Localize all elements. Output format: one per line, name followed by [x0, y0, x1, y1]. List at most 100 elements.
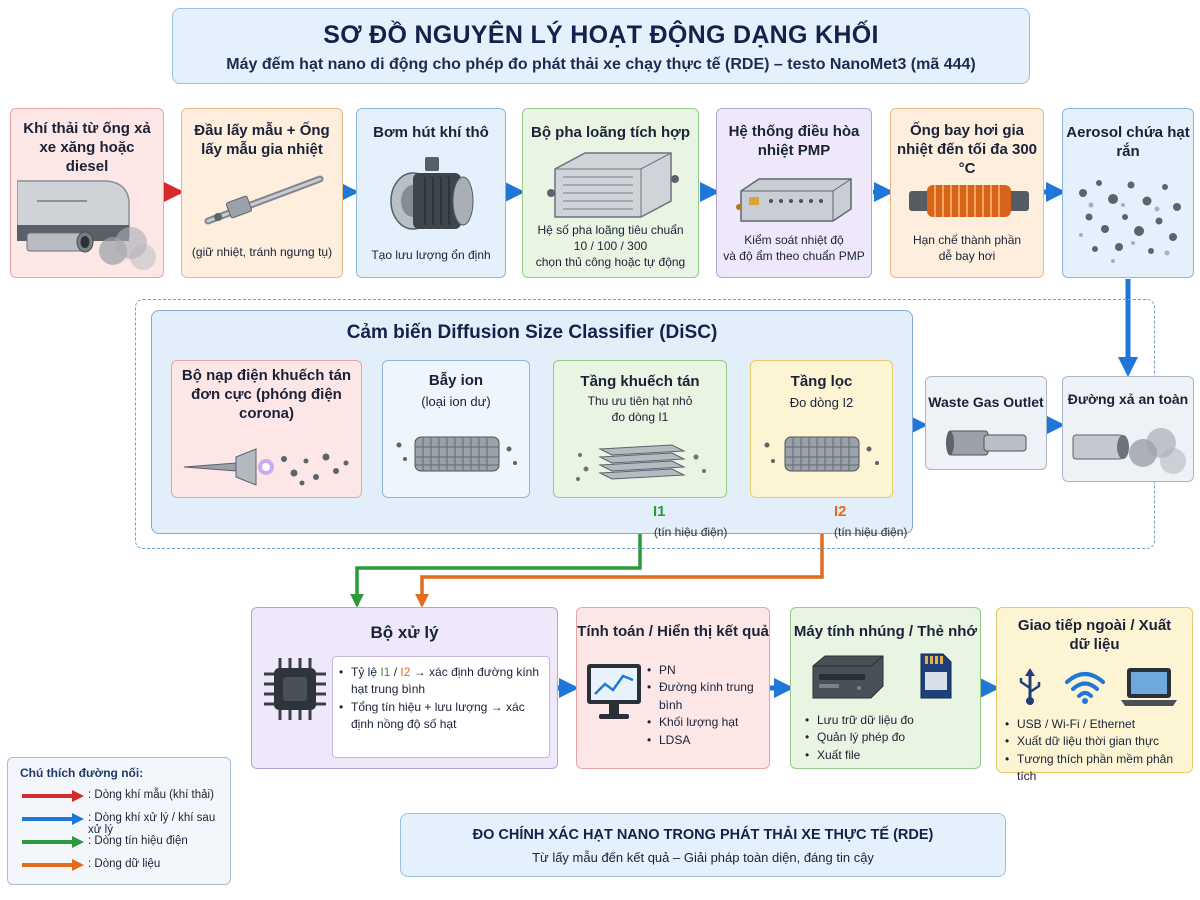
external-interface-list: USB / Wi-Fi / Ethernet Xuất dữ liệu thời…: [1005, 716, 1191, 786]
usb-icon: [1019, 668, 1041, 705]
result-item: Đường kính trung bình: [647, 679, 767, 714]
diluter-icon: [547, 152, 679, 218]
processor-bullet-concentration: Tổng tín hiệu + lưu lượng → xác định nồn…: [339, 699, 543, 734]
exhaust-source-title: Khí thải từ ống xả xe xăng hoặc diesel: [23, 120, 151, 176]
footer-tagline: Từ lấy mẫu đến kết quả – Giải pháp toàn …: [532, 850, 874, 865]
footer-headline: ĐO CHÍNH XÁC HẠT NANO TRONG PHÁT THẢI XE…: [472, 827, 934, 843]
laptop-icon: [1121, 668, 1177, 706]
signal-i1-note: (tín hiệu điện): [654, 525, 728, 539]
sampling-probe-icon: [204, 175, 324, 225]
corona-charger-icon: [183, 448, 349, 486]
filter-stage-desc: Đo dòng I2: [789, 395, 854, 411]
embedded-feature: Xuất file: [805, 747, 975, 765]
result-item: LDSA: [647, 732, 767, 750]
waste-gas-outlet-box: Waste Gas Outlet: [925, 376, 1047, 470]
signal-i2-note: (tín hiệu điện): [834, 525, 908, 539]
ratio-i1: I1: [380, 665, 391, 679]
compute-display-title: Tính toán / Hiển thị kết quả: [577, 623, 769, 640]
ion-trap-title: Bẫy ion: [428, 372, 484, 389]
external-interface-title: Giao tiếp ngoài / Xuất dữ liệu: [1017, 617, 1172, 654]
interface-feature: Tương thích phần mềm phân tích: [1005, 751, 1191, 786]
aerosol-title: Aerosol chứa hạt rắn: [1066, 124, 1190, 161]
raw-gas-pump-desc: Tạo lưu lượng ổn định: [371, 248, 491, 262]
signal-i2-label: I2: [834, 503, 847, 520]
interface-feature: Xuất dữ liệu thời gian thực: [1005, 733, 1191, 751]
filter-stage-icon: [764, 436, 879, 472]
evaporation-tube-desc-2: dễ bay hơi: [938, 249, 996, 263]
embedded-feature: Quản lý phép đo: [805, 729, 975, 747]
evaporation-tube-desc-1: Hạn chế thành phần: [912, 233, 1022, 247]
processor-title: Bộ xử lý: [370, 623, 439, 642]
diluter-desc-1: Hệ số pha loãng tiêu chuẩn: [537, 223, 684, 237]
filter-stage-box: Tầng lọc Đo dòng I2: [750, 360, 893, 498]
legend-item-data-flow: : Dòng dữ liệu: [88, 858, 161, 870]
embedded-pc-icon: [812, 655, 884, 699]
pmp-system-box: Hệ thống điều hòa nhiệt PMP Kiểm soát nh…: [716, 108, 872, 278]
ratio-i2: I2: [400, 665, 411, 679]
ion-trap-box: Bẫy ion (loại ion dư): [382, 360, 530, 498]
embedded-features-list: Lưu trữ dữ liệu đo Quản lý phép đo Xuất …: [805, 712, 975, 765]
signal-i1-label: I1: [653, 503, 666, 520]
legend-swatches: [22, 790, 84, 871]
processor-detail-panel: Tỷ lệ I1 / I2 → xác định đường kính hạt …: [332, 656, 550, 758]
outlet-pipe-icon: [946, 430, 1027, 456]
pmp-system-desc-1: Kiểm soát nhiệt độ: [744, 233, 844, 247]
wifi-icon: [1065, 672, 1105, 704]
disc-title: Cảm biến Diffusion Size Classifier (DiSC…: [346, 322, 718, 343]
compute-display-box: Tính toán / Hiển thị kết quả PN Đường kí…: [576, 607, 770, 769]
pump-icon: [390, 157, 474, 230]
processor-box: Bộ xử lý Tỷ lệ I1 / I2 → xác định đường …: [251, 607, 558, 769]
raw-gas-pump-box: Bơm hút khí thô Tạo lưu lượng ổn định: [356, 108, 506, 278]
evaporation-tube-title: Ống bay hơi gia nhiệt đến tối đa 300 °C: [896, 122, 1038, 178]
safe-exhaust-icon: [1072, 428, 1186, 474]
pmp-module-icon: [736, 178, 852, 222]
footer-banner: ĐO CHÍNH XÁC HẠT NANO TRONG PHÁT THẢI XE…: [400, 813, 1006, 877]
diluter-desc-3: chọn thủ công hoặc tự động: [535, 255, 686, 269]
orange-data-line: [415, 526, 824, 608]
result-item: Khối lượng hạt: [647, 714, 767, 732]
safe-exhaust-title: Đường xả an toàn: [1067, 391, 1189, 407]
ion-trap-desc: (loại ion dư): [421, 394, 491, 410]
pmp-system-title: Hệ thống điều hòa nhiệt PMP: [728, 123, 860, 160]
exhaust-pipe-icon: [17, 180, 156, 270]
exhaust-source-box: Khí thải từ ống xả xe xăng hoặc diesel: [10, 108, 164, 278]
interface-feature: USB / Wi-Fi / Ethernet: [1005, 716, 1191, 734]
pmp-system-desc-2: và độ ẩm theo chuẩn PMP: [723, 249, 865, 263]
sd-card-icon: [920, 653, 952, 699]
result-item: PN: [647, 662, 767, 680]
legend-item-sample-gas: : Dòng khí mẫu (khí thải): [88, 789, 214, 801]
filter-stage-title: Tầng lọc: [790, 373, 853, 390]
diluter-box: Bộ pha loãng tích hợp Hệ số pha loãng ti…: [522, 108, 699, 278]
diffusion-stage-box: Tầng khuếch tán Thu ưu tiên hạt nhỏ đo d…: [553, 360, 727, 498]
diffusion-stage-title: Tầng khuếch tán: [580, 373, 700, 390]
sampling-probe-title: Đầu lấy mẫu + Ống lấy mẫu gia nhiệt: [194, 122, 330, 159]
ratio-prefix: Tỷ lệ: [351, 665, 381, 679]
ion-trap-icon: [396, 436, 517, 472]
external-interface-box: Giao tiếp ngoài / Xuất dữ liệu USB / Wi-…: [996, 607, 1193, 783]
embedded-computer-box: Máy tính nhúng / Thẻ nhớ Lưu trữ dữ liệu…: [790, 607, 981, 769]
corona-charger-title: Bộ nạp điện khuếch tán đơn cực (phóng đi…: [181, 367, 352, 423]
compute-results-list: PN Đường kính trung bình Khối lượng hạt …: [647, 662, 767, 749]
processor-bullet-ratio: Tỷ lệ I1 / I2 → xác định đường kính hạt …: [339, 664, 543, 699]
evaporation-tube-icon: [909, 185, 1029, 217]
diluter-title: Bộ pha loãng tích hợp: [531, 124, 690, 141]
aerosol-box: Aerosol chứa hạt rắn: [1062, 108, 1194, 278]
ratio-separator: /: [390, 665, 401, 679]
green-signal-line: [350, 526, 642, 608]
diagram-header: SƠ ĐỒ NGUYÊN LÝ HOẠT ĐỘNG DẠNG KHỐI Máy …: [172, 8, 1030, 84]
safe-exhaust-box: Đường xả an toàn: [1062, 376, 1194, 482]
legend-item-electric-signal: : Dòng tín hiệu điện: [88, 835, 188, 847]
diffusion-stage-desc: Thu ưu tiên hạt nhỏ đo dòng I1: [587, 394, 693, 424]
particles-icon: [1079, 180, 1181, 263]
waste-gas-outlet-title: Waste Gas Outlet: [928, 394, 1044, 410]
diffusion-stage-icon: [576, 444, 706, 481]
cpu-chip-icon: [264, 658, 326, 720]
diagram-title: SƠ ĐỒ NGUYÊN LÝ HOẠT ĐỘNG DẠNG KHỐI: [323, 21, 879, 49]
raw-gas-pump-title: Bơm hút khí thô: [373, 124, 489, 141]
legend-title: Chú thích đường nối:: [20, 766, 144, 780]
diagram-subtitle: Máy đếm hạt nano di động cho phép đo phá…: [226, 56, 976, 73]
monitor-chart-icon: [587, 664, 641, 719]
sampling-probe-desc: (giữ nhiệt, tránh ngưng tụ): [191, 245, 333, 259]
diluter-desc-2: 10 / 100 / 300: [573, 239, 648, 253]
sampling-probe-box: Đầu lấy mẫu + Ống lấy mẫu gia nhiệt (giữ…: [181, 108, 343, 278]
